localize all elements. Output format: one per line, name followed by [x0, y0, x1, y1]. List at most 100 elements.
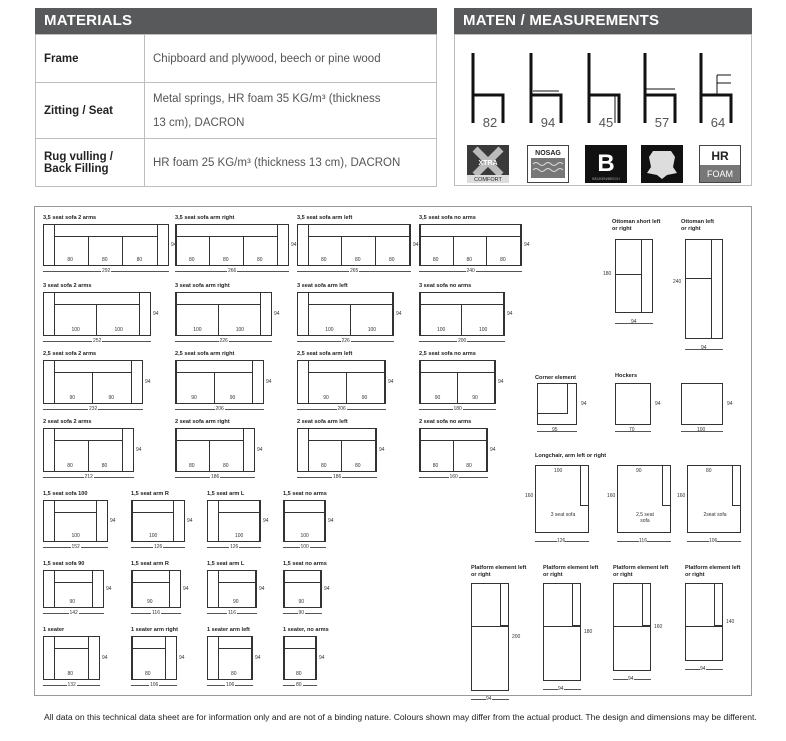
platform-back [642, 584, 650, 626]
width-value: 116 [639, 538, 647, 544]
height-value: 94 [259, 586, 265, 592]
seat-cushion [284, 513, 325, 541]
diagram-label: 3 seat sofa arm right [175, 283, 230, 289]
sofa-diagram: 100 [207, 500, 261, 542]
diagram-label: 3,5 seat sofa arm right [175, 215, 235, 221]
height-value: 94 [145, 379, 151, 385]
diagram-label: 2,5 seat sofa arm left [297, 351, 353, 357]
materials-header: MATERIALS [35, 8, 437, 34]
sofa-back [176, 293, 261, 305]
sofa-name: 3 seat sofa [550, 512, 576, 518]
chair-height-icon [471, 53, 505, 123]
diagram-label: 3,5 seat sofa no arms [419, 215, 476, 221]
measurement-value: 94 [540, 115, 556, 130]
width-value: 160 [448, 474, 459, 480]
sofa-back [54, 501, 97, 513]
width-value: 186 [332, 474, 343, 480]
chair-seat-width-icon [643, 53, 677, 123]
width-value: 80 [295, 682, 303, 688]
width-value: 232 [88, 406, 99, 412]
seat-cushion [218, 649, 252, 679]
sofa-back [176, 225, 278, 237]
width-value: 206 [336, 406, 347, 412]
seat-width-value: 100 [325, 327, 334, 333]
seat-width-value: 80 [355, 463, 361, 469]
seat-width-value: 90 [323, 395, 329, 401]
width-value: 252 [92, 338, 103, 344]
diagram-label: Platform element left or right [471, 565, 527, 578]
width-value: 292 [101, 268, 112, 274]
measurement-value: 45 [598, 115, 614, 130]
disclaimer: All data on this technical data sheet ar… [44, 712, 757, 722]
diagram-label: 3 seat sofa 2 arms [43, 283, 92, 289]
seat-cushion [54, 513, 97, 541]
depth-value: 160 [607, 493, 616, 499]
depth-value: 160 [654, 624, 663, 630]
sofa-diagram: 80 [131, 636, 177, 680]
seat-width-value: 100 [235, 327, 245, 333]
seat-cushion [89, 237, 124, 265]
width-value: 180 [452, 406, 463, 412]
platform-divider [686, 626, 722, 627]
seat-cushion [454, 237, 488, 265]
measurement-value: 64 [710, 115, 726, 130]
sofa-back [54, 293, 140, 305]
longchair-diagram: 100 3 seat sofa [535, 465, 589, 533]
depth-value: 160 [677, 493, 686, 499]
width-value: 212 [83, 474, 94, 480]
seat-width-value: 80 [223, 257, 229, 263]
sofa-back [176, 361, 253, 373]
seat-width-value: 90 [229, 395, 236, 401]
row-value: HR foam 25 KG/m³ (thickness 13 cm), DACR… [144, 138, 437, 187]
sofa-back [132, 637, 166, 649]
width-value: 226 [218, 338, 229, 344]
sofa-diagram: 80 [43, 636, 100, 680]
materials-table: Frame Chipboard and plywood, beech or pi… [35, 34, 437, 187]
seat-cushion [93, 373, 132, 403]
width-value: 266 [227, 268, 238, 274]
width-value: 126 [557, 538, 566, 544]
chair-seat-depth-icon [529, 53, 563, 123]
width-value: 95 [552, 427, 558, 433]
height-value: 94 [187, 518, 193, 524]
width-value: 100 [299, 544, 310, 550]
sofa-back [54, 361, 132, 373]
seat-cushion [97, 305, 140, 335]
depth-value: 140 [726, 619, 735, 625]
sofa-diagram: 80 [283, 636, 317, 680]
diagram-label: 2 seat sofa arm left [297, 419, 348, 425]
width-value: 94 [631, 319, 637, 325]
height-value: 94 [153, 311, 159, 317]
width-value: 186 [210, 474, 221, 480]
seat-cushion [454, 441, 487, 471]
depth-value: 200 [512, 634, 521, 640]
seat-width-value: 80 [432, 257, 439, 263]
width-value: 226 [340, 338, 351, 344]
top-width-value: 100 [554, 468, 563, 474]
diagram-label: Corner element [535, 375, 577, 381]
platform-back [572, 584, 580, 626]
seat-width-value: 80 [355, 257, 361, 263]
longchair-arm [580, 466, 588, 506]
seat-width-value: 90 [233, 599, 239, 605]
table-row: Zitting / Seat Metal springs, HR foam 35… [35, 82, 437, 139]
seat-cushion [215, 373, 253, 403]
width-value: 132 [66, 682, 77, 688]
seat-width-value: 90 [434, 395, 441, 401]
hocker-small-diagram [615, 383, 651, 425]
svg-text:HR: HR [711, 149, 729, 163]
sofa-back [308, 225, 410, 237]
seat-cushion [342, 237, 376, 265]
width-value: 152 [70, 544, 81, 550]
sofa-back [132, 501, 174, 513]
